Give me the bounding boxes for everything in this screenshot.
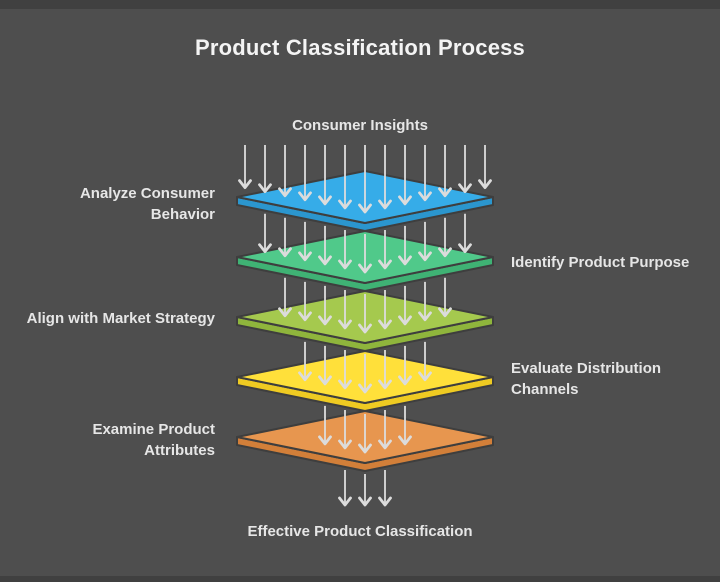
arrow-band-exit-heads <box>338 496 392 507</box>
layer-label-align-with-market-strategy: Align with Market Strategy <box>26 310 215 327</box>
arrow-band-2-shafts <box>284 277 446 331</box>
arrow-band-1-heads <box>258 243 472 274</box>
layer-label-identify-product-purpose: Identify Product Purpose <box>511 254 690 271</box>
arrow-band-4-shafts <box>324 405 406 451</box>
arrow-band-3-shafts <box>304 341 426 391</box>
layer-label-analyze-consumer-behavior: Analyze Consumer Behavior <box>79 185 215 223</box>
arrow-band-1-shafts <box>264 213 466 271</box>
page-title: Product Classification Process <box>195 35 525 60</box>
arrow-band-0-heads <box>238 179 492 214</box>
input-label: Consumer Insights <box>292 117 428 134</box>
arrow-band-3-heads <box>298 371 432 394</box>
top-edge-strip <box>0 0 720 9</box>
arrow-band-2-heads <box>278 307 452 334</box>
layer-label-evaluate-distribution-channels: Evaluate Distribution Channels <box>511 360 662 398</box>
output-label: Effective Product Classification <box>247 523 473 540</box>
bottom-edge-strip <box>0 576 720 582</box>
arrow-band-4-heads <box>318 435 412 454</box>
layer-label-examine-product-attributes: Examine Product Attributes <box>92 421 215 459</box>
arrow-band-0-shafts <box>244 145 486 211</box>
arrow-band-exit-shafts <box>344 469 386 504</box>
